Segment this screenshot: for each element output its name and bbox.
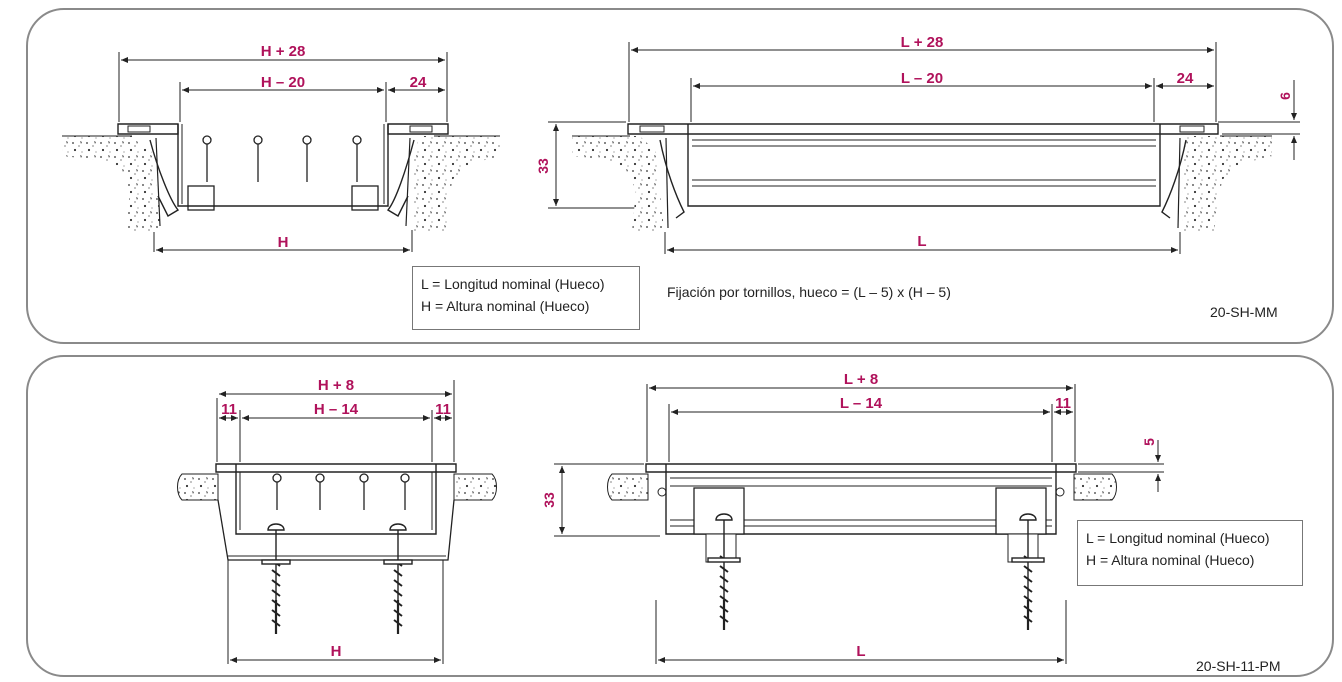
- dim-bottom-left-side-right: 11: [435, 401, 451, 418]
- bottom-right-section: [554, 384, 1164, 664]
- dim-top-left-overall: H + 28: [261, 43, 306, 60]
- dim-top-right-lip: 6: [1277, 92, 1293, 100]
- dim-top-right-height: 33: [535, 158, 551, 174]
- dim-top-right-overall: L + 28: [901, 34, 944, 51]
- top-panel: [26, 8, 1334, 344]
- legend-line-length: L = Longitud nominal (Hueco): [1086, 530, 1270, 546]
- legend-line-height: H = Altura nominal (Hueco): [1086, 552, 1255, 568]
- dim-top-right-side: 24: [1177, 70, 1194, 87]
- bottom-left-section: [177, 380, 497, 664]
- legend-line-length: L = Longitud nominal (Hueco): [421, 276, 605, 292]
- dim-top-left-side: 24: [410, 74, 427, 91]
- dim-bottom-left-overall: H + 8: [318, 377, 354, 394]
- bottom-panel: [26, 355, 1334, 677]
- dim-bottom-left-bottom: H: [331, 643, 342, 660]
- dim-top-left-inner: H – 20: [261, 74, 305, 91]
- top-model-code: 20-SH-MM: [1210, 304, 1278, 320]
- top-right-section: [548, 42, 1300, 254]
- fixing-note: Fijación por tornillos, hueco = (L – 5) …: [667, 284, 951, 300]
- dim-bottom-right-overall: L + 8: [844, 371, 878, 388]
- dim-bottom-right-inner: L – 14: [840, 395, 883, 412]
- dim-top-right-inner: L – 20: [901, 70, 943, 87]
- bottom-model-code: 20-SH-11-PM: [1196, 658, 1281, 674]
- dim-top-right-bottom: L: [917, 233, 926, 250]
- dim-bottom-right-side: 11: [1055, 395, 1071, 412]
- dim-bottom-right-height: 33: [541, 492, 557, 508]
- top-left-section: [62, 52, 500, 253]
- dim-bottom-left-inner: H – 14: [314, 401, 359, 418]
- dim-bottom-right-lip: 5: [1141, 438, 1157, 446]
- legend-line-height: H = Altura nominal (Hueco): [421, 298, 590, 314]
- top-legend: L = Longitud nominal (Hueco) H = Altura …: [412, 266, 640, 330]
- dim-bottom-right-bottom: L: [856, 643, 865, 660]
- dim-bottom-left-side-left: 11: [221, 401, 237, 418]
- bottom-legend: L = Longitud nominal (Hueco) H = Altura …: [1077, 520, 1303, 586]
- dim-top-left-bottom: H: [278, 234, 289, 251]
